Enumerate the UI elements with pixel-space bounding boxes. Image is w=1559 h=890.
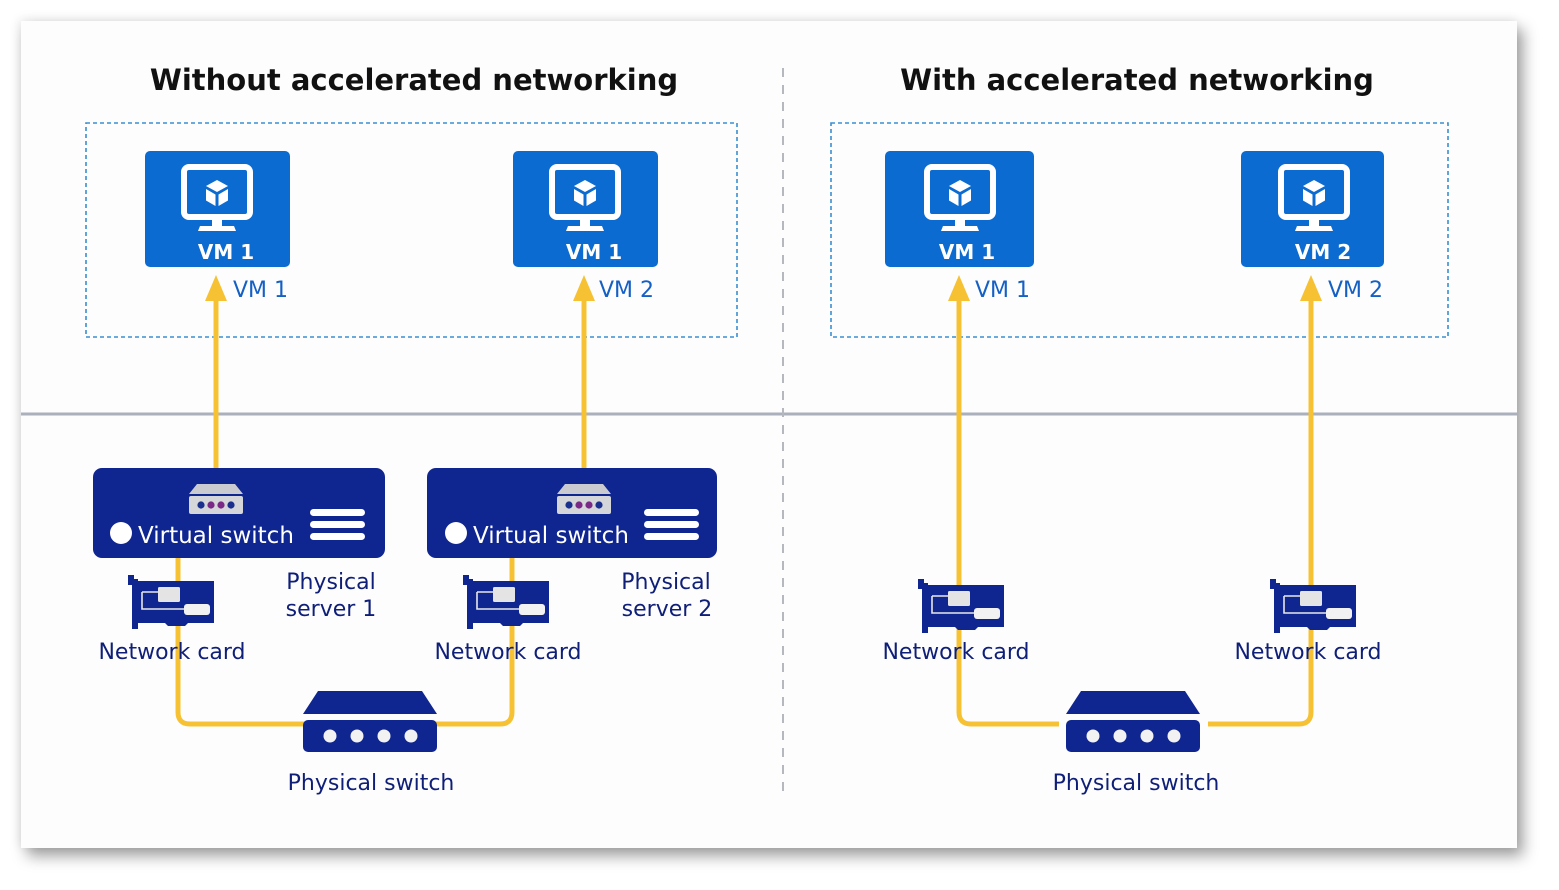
vm-tile-label: VM 2 [1295,240,1351,264]
network-card-label: Network card [882,640,1029,665]
vm-tile-label: VM 1 [939,240,995,264]
vm-caption: VM 1 [233,278,288,303]
menu-lines-icon [310,509,365,540]
panel-title: With accelerated networking [900,63,1374,97]
vm-tile-label: VM 1 [198,240,254,264]
vm-caption: VM 2 [599,278,654,303]
vm-tile-label: VM 1 [566,240,622,264]
panel-title: Without accelerated networking [150,63,678,97]
network-card-label: Network card [98,640,245,665]
network-card-icon [462,574,550,630]
physical-server-label: Physical [286,570,376,595]
network-card-icon [917,578,1005,634]
network-card-icon [1269,578,1357,634]
vm-tile[interactable]: VM 1 [513,151,658,267]
virtual-switch-box[interactable]: Virtual switch [427,468,717,558]
switch-device-icon [557,484,611,514]
vm-caption: VM 2 [1328,278,1383,303]
virtual-switch-box[interactable]: Virtual switch [93,468,385,558]
vm-tile[interactable]: VM 2 [1241,151,1384,267]
vm-group-boundary [830,122,1449,338]
arrow-up-icon [1300,275,1322,301]
network-card-label: Network card [434,640,581,665]
vm-tile[interactable]: VM 1 [145,151,290,267]
panel-without-acceleration: Without accelerated networking VM 1 VM 1… [85,63,738,796]
vm-caption: VM 1 [975,278,1030,303]
physical-server-label: server 2 [622,597,713,622]
physical-switch-label: Physical switch [1053,771,1220,796]
menu-lines-icon [644,509,699,540]
data-path-vm-2 [1208,300,1314,727]
status-dot-icon [445,522,467,544]
data-path-vm-1 [956,300,1059,727]
switch-device-icon [189,484,243,514]
virtual-switch-label: Virtual switch [138,523,294,549]
vm-group-boundary [85,122,738,338]
vm-tile[interactable]: VM 1 [885,151,1034,267]
arrow-up-icon [948,275,970,301]
arrow-up-icon [573,275,595,301]
physical-switch-label: Physical switch [288,771,455,796]
network-card-label: Network card [1234,640,1381,665]
panel-with-acceleration: With accelerated networking VM 1 VM 1 VM… [830,63,1449,796]
physical-server-label: server 1 [286,597,377,622]
status-dot-icon [110,522,132,544]
arrow-up-icon [205,275,227,301]
network-card-icon [127,574,215,630]
physical-switch-icon[interactable] [303,691,437,752]
virtual-switch-label: Virtual switch [473,523,629,549]
data-path-switch-link [175,558,515,727]
physical-switch-icon[interactable] [1066,691,1200,752]
physical-server-label: Physical [621,570,711,595]
